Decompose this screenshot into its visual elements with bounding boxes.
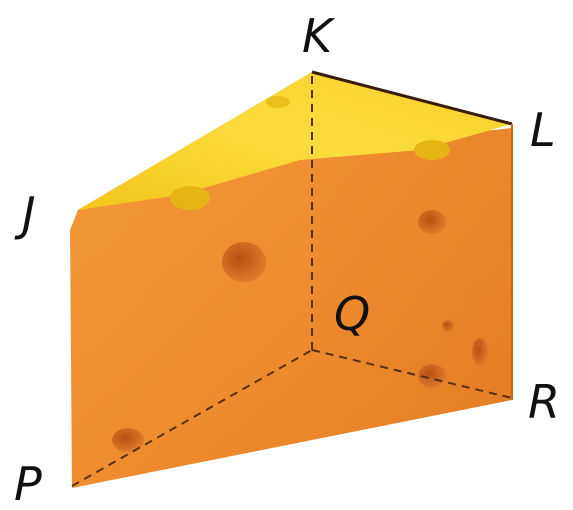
hidden-edge-PQ [71,349,313,487]
top-hole-right [414,140,450,160]
edge-KL [311,70,513,126]
right-hole-upper [418,210,446,234]
vertex-label-L: L [530,103,556,157]
right-face [312,128,512,400]
top-face [78,72,512,210]
vertex-label-Q: Q [334,287,370,341]
right-hole-lower [418,364,446,388]
front-hole-large [222,242,266,282]
hidden-edge-QR [311,349,513,399]
vertex-label-R: R [528,375,560,429]
right-hole-small [442,320,454,332]
right-hole-oval [472,338,488,366]
vertex-label-J: J [14,187,36,241]
front-hole-bottom [112,428,144,452]
vertex-label-P: P [14,457,42,510]
vertex-label-K: K [302,9,336,63]
top-hole-mid [266,96,290,108]
top-hole-left [170,186,210,210]
